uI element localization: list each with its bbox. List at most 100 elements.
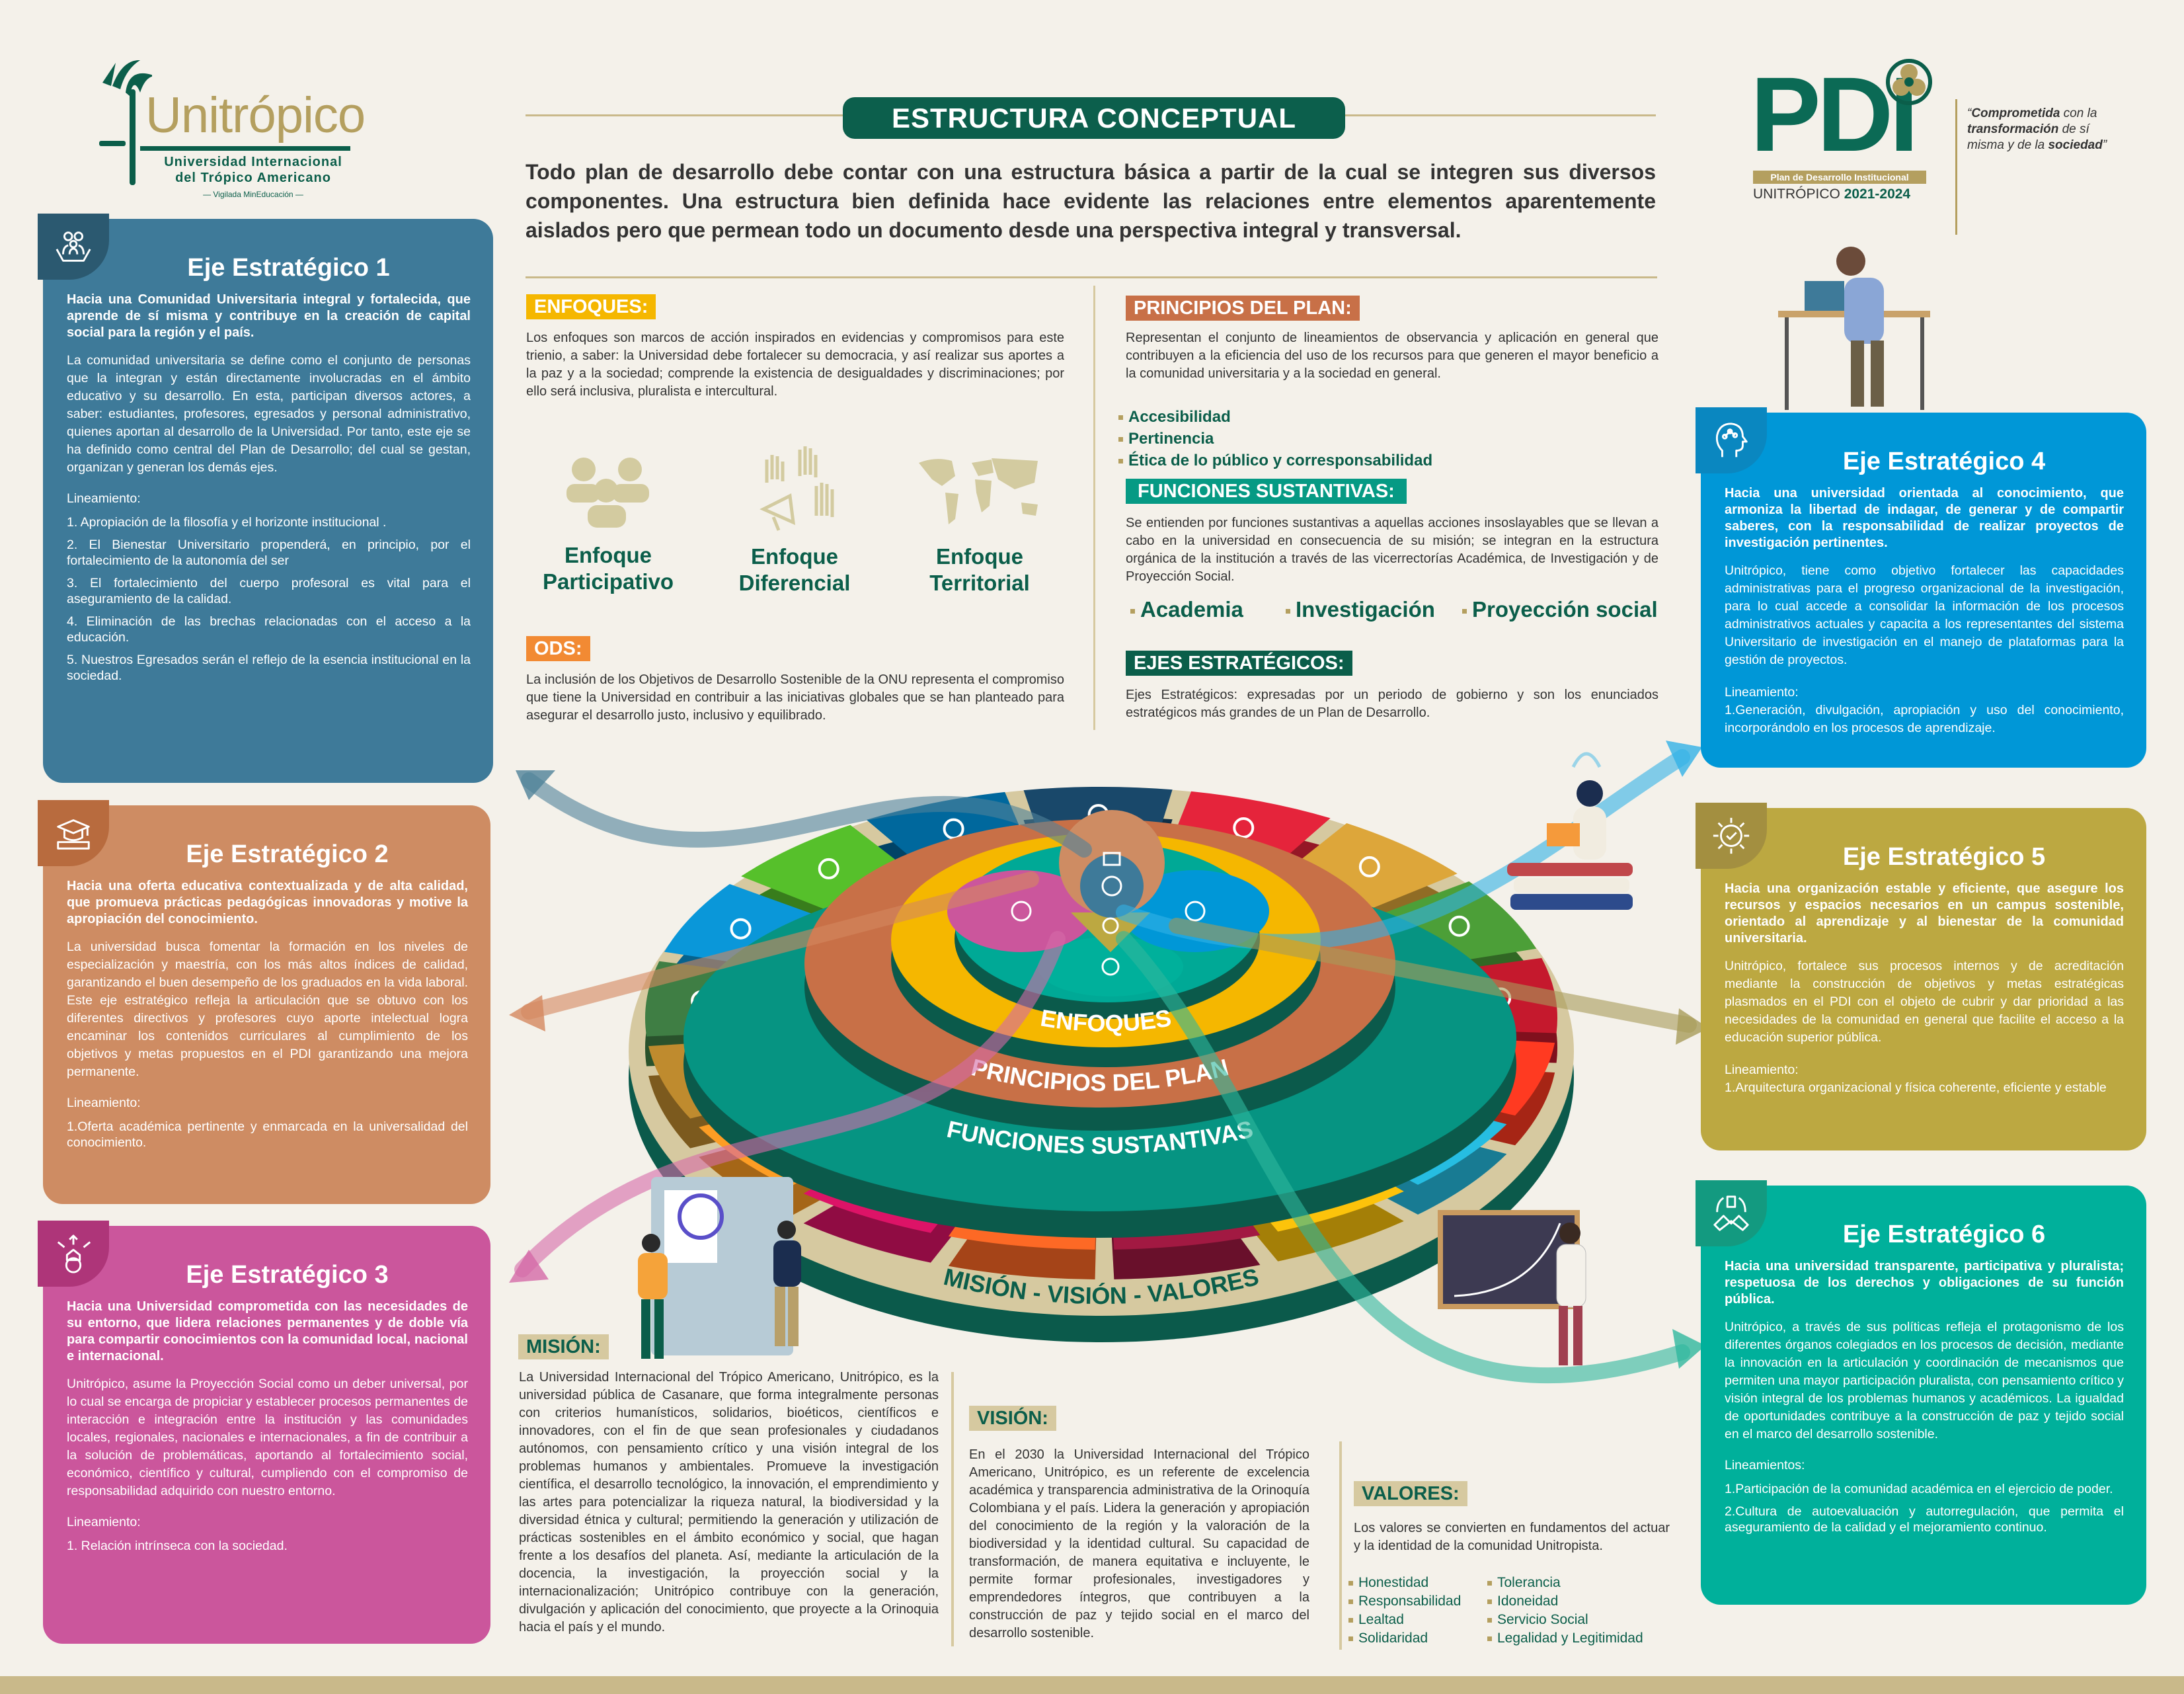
enfoques-heading: ENFOQUES: xyxy=(526,294,656,319)
enfoques-text: Los enfoques son marcos de acción inspir… xyxy=(526,331,1064,399)
arrow-eje5 xyxy=(1169,918,1697,1033)
pdi-band: Plan de Desarrollo Institucional xyxy=(1753,171,1926,184)
logo-wordmark: Unitrópico xyxy=(145,87,366,143)
arrowhead-eje6-icon xyxy=(1672,1329,1705,1369)
eje-subtitle: Hacia una organización estable y eficien… xyxy=(1725,881,2124,946)
eje-lineamiento-item: 1.Generación, divulgación, apropiación y… xyxy=(1725,703,2124,735)
principio-item: Accesibilidad xyxy=(1118,406,1432,428)
arrowhead-eje2-icon xyxy=(509,995,545,1031)
wifi-icon xyxy=(1571,752,1602,768)
eje-lineamiento-item: 1.Participación de la comunidad académic… xyxy=(1725,1482,2113,1496)
community-hands-icon xyxy=(38,214,109,280)
eje-lineamiento-label: Lineamiento: xyxy=(67,1515,141,1529)
eje-lineamiento-label: Lineamiento: xyxy=(67,491,141,506)
arrow-eje2 xyxy=(521,871,1039,1020)
arrowhead-eje4-icon xyxy=(1666,741,1702,777)
arrow-eje1 xyxy=(521,772,1092,858)
column-divider xyxy=(1093,286,1095,730)
eje-lineamiento-item: 2.Cultura de autoevaluación y autorregul… xyxy=(1725,1504,2124,1535)
eje-subtitle: Hacia una oferta educativa contextualiza… xyxy=(67,879,468,926)
funciones-text: Se entienden por funciones sustantivas a… xyxy=(1126,516,1658,584)
eje-lineamiento-label: Lineamiento: xyxy=(1725,1063,1799,1077)
principios-list: Accesibilidad Pertinencia Ética de lo pú… xyxy=(1118,406,1432,471)
eje-lineamiento-label: Lineamientos: xyxy=(1725,1458,1805,1472)
eje-title: Eje Estratégico 6 xyxy=(1842,1221,2046,1248)
arrow-eje6 xyxy=(1116,931,1690,1384)
eje-card-5: Eje Estratégico 5 Hacia una organización … xyxy=(1696,803,2146,1150)
eje-subtitle: Hacia una universidad transparente, part… xyxy=(1725,1259,2124,1307)
eje-title: Eje Estratégico 5 xyxy=(1842,843,2046,871)
valor-item: Tolerancia xyxy=(1487,1574,1643,1592)
pdi-letters: PDI xyxy=(1750,55,1919,173)
valor-item: Idoneidad xyxy=(1487,1592,1643,1611)
eje-title: Eje Estratégico 3 xyxy=(186,1261,389,1289)
graduation-icon xyxy=(1103,852,1121,866)
logo-tagline: — Vigilada MinEducación — xyxy=(203,190,303,199)
eje-body: Unitrópico, asume la Proyección Social c… xyxy=(67,1377,469,1498)
arrowhead-eje1-icon xyxy=(516,770,555,800)
principios-text: Representan el conjunto de lineamientos … xyxy=(1126,331,1658,381)
sdg-goal-icon xyxy=(818,858,839,879)
bottom-border xyxy=(0,1676,2184,1694)
ods-heading: ODS: xyxy=(526,636,590,661)
globe-icon xyxy=(1011,901,1032,922)
eje-card-4: Eje Estratégico 4 Hacia una universidad o… xyxy=(1696,407,2146,768)
valor-item: Lealtad xyxy=(1348,1611,1461,1629)
eje-lineamiento-item: 1.Arquitectura organizacional y física c… xyxy=(1725,1080,2107,1095)
principio-item: Ética de lo público y corresponsabilidad xyxy=(1118,450,1432,471)
pdi-logo: PDI Plan de Desarrollo Institucional UNI… xyxy=(1750,55,2134,235)
divider xyxy=(1339,1441,1342,1650)
intro-text: Todo plan de desarrollo debe contar con … xyxy=(526,160,1656,242)
eje-lineamiento-item: 1.Oferta académica pertinente y enmarcad… xyxy=(67,1119,468,1150)
hands-icon xyxy=(1101,957,1120,976)
mision-text: La Universidad Internacional del Trópico… xyxy=(519,1370,939,1634)
eje-body: Unitrópico, a través de sus políticas re… xyxy=(1725,1320,2124,1441)
eje-title: Eje Estratégico 1 xyxy=(187,254,390,282)
page-title: ESTRUCTURA CONCEPTUAL xyxy=(843,97,1345,139)
head-icon xyxy=(1185,901,1206,922)
vision-text: En el 2030 la Universidad Internacional … xyxy=(969,1447,1309,1640)
valor-item: Legalidad y Legitimidad xyxy=(1487,1629,1643,1648)
eje-lineamiento-item: 1. Relación intrínseca con la sociedad. xyxy=(67,1539,288,1553)
valor-item: Solidaridad xyxy=(1348,1629,1461,1648)
sdg-goal-icon xyxy=(730,918,752,940)
eje-lineamiento-item: 2. El Bienestar Universitario propenderá… xyxy=(67,538,471,568)
arrow-eje3 xyxy=(514,931,1066,1277)
valores-heading: VALORES: xyxy=(1354,1481,1467,1506)
eje-body: La universidad busca fomentar la formaci… xyxy=(67,940,468,1079)
principio-item: Pertinencia xyxy=(1118,428,1432,450)
palm-tree-icon xyxy=(99,60,152,185)
eje-body: Unitrópico, tiene como objetivo fortalec… xyxy=(1725,563,2124,667)
ejes-heading: EJES ESTRATÉGICOS: xyxy=(1126,651,1352,676)
funcion-academia: Academia xyxy=(1130,597,1243,622)
eje-subtitle: Hacia una universidad orientada al conoc… xyxy=(1725,486,2124,550)
pdi-years: UNITRÓPICO 2021-2024 xyxy=(1753,186,1911,202)
divider xyxy=(951,1372,954,1646)
sdg-goal-icon xyxy=(1448,915,1470,937)
eje-title: Eje Estratégico 4 xyxy=(1842,448,2046,475)
vision-heading: VISIÓN: xyxy=(969,1406,1056,1431)
gear-icon xyxy=(1102,917,1119,934)
valor-item: Honestidad xyxy=(1348,1574,1461,1592)
funcion-investigacion: Investigación xyxy=(1286,597,1435,622)
intro-divider xyxy=(526,276,1657,278)
raised-hands-megaphone-icon xyxy=(760,446,834,531)
title-rule-right xyxy=(1345,114,1656,116)
arrowhead-eje3-icon xyxy=(509,1250,549,1283)
mision-heading: MISIÓN: xyxy=(518,1334,609,1359)
joined-hands-icon xyxy=(1696,1180,1767,1246)
eje-card-6: Eje Estratégico 6 Hacia una universidad t… xyxy=(1696,1180,2146,1605)
community-icon xyxy=(1101,875,1122,897)
eje-body: Unitrópico, fortalece sus procesos inter… xyxy=(1725,959,2124,1045)
teacher-chalkboard-illustration xyxy=(1438,1210,1586,1365)
data-analysts-illustration xyxy=(638,1177,801,1359)
